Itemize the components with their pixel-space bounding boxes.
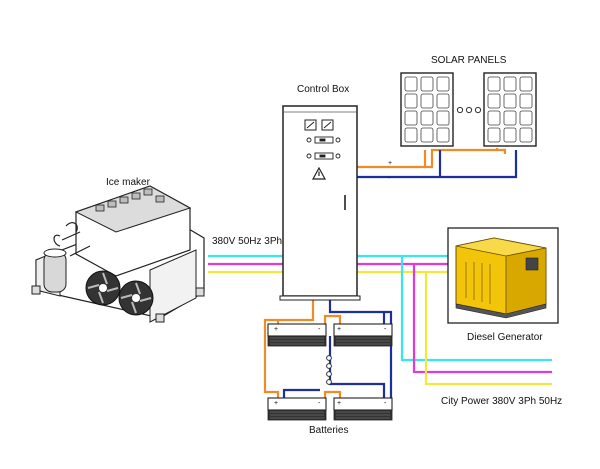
gauge-icon (304, 119, 334, 131)
solar-panels-label: SOLAR PANELS (431, 55, 507, 66)
frame-feet (31, 285, 205, 323)
battery-positive-wire (263, 297, 315, 398)
pipework (53, 222, 91, 257)
fan-right (118, 280, 154, 316)
warning-icon (311, 166, 327, 180)
icemaker-ac-wiring (208, 254, 283, 274)
battery-bottom-left (267, 397, 327, 421)
ice-tray (95, 188, 165, 212)
battery-tl-plus-mark: + (274, 326, 278, 333)
solar-plus-mark: + (388, 160, 392, 167)
city-phase-magenta (412, 264, 552, 374)
city-power-label: City Power 380V 3Ph 50Hz (441, 396, 563, 407)
solar-negative-wire (345, 150, 518, 179)
battery-tr-plus-mark: + (337, 326, 341, 333)
battery-dc-wiring (263, 297, 393, 412)
battery-series-dots (326, 355, 332, 385)
city-phase-cyan (400, 256, 552, 362)
fan-left (85, 270, 121, 306)
solar-panel-right (483, 72, 537, 147)
battery-link-orange (323, 314, 342, 324)
ice-maker-icon (31, 185, 205, 323)
ice-maker-label: Ice maker (106, 177, 150, 188)
battery-bl-minus-mark: - (318, 400, 321, 407)
battery-br-plus-mark: + (337, 400, 341, 407)
diesel-generator-icon (447, 227, 559, 324)
generator-panel (525, 257, 539, 271)
battery-link-orange-lower (323, 390, 342, 398)
polarity-marks: + - + - + - + - + - (274, 160, 392, 407)
input-power-label: 380V 50Hz 3Ph (212, 236, 283, 247)
battery-link-blue-lower (282, 388, 320, 398)
battery-top-right (333, 323, 393, 347)
switch-row (306, 136, 341, 160)
control-cabinet-icon (279, 105, 361, 301)
solar-dc-wiring (345, 148, 518, 179)
battery-tl-minus-mark: - (318, 326, 321, 333)
wiring (208, 148, 552, 412)
solar-minus-mark: - (388, 175, 391, 182)
compressor (43, 248, 67, 293)
battery-top-left (267, 323, 327, 347)
battery-icon (267, 323, 393, 421)
generator-vents (465, 262, 491, 304)
solar-panel-left (400, 72, 454, 147)
diesel-generator-label: Diesel Generator (467, 332, 543, 343)
battery-bottom-right (333, 397, 393, 421)
batteries-label: Batteries (309, 425, 349, 436)
generator-city-ac-wiring (357, 254, 552, 386)
battery-bl-plus-mark: + (274, 400, 278, 407)
solar-positive-wire (345, 148, 507, 169)
battery-tr-minus-mark: - (384, 326, 387, 333)
control-box-label: Control Box (297, 84, 350, 95)
city-phase-yellow (424, 272, 552, 386)
battery-br-minus-mark: - (384, 400, 387, 407)
